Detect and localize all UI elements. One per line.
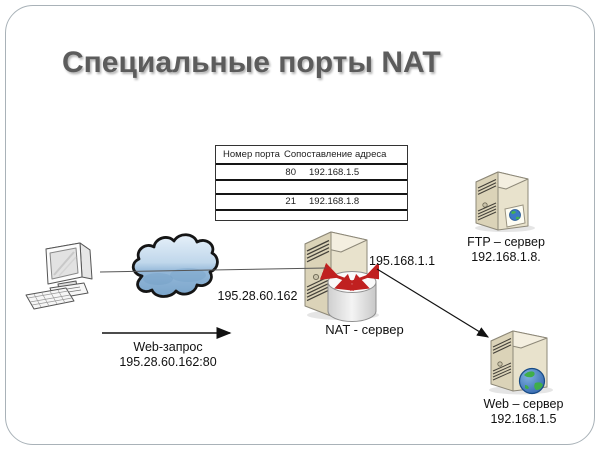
desktop-computer-icon [25, 242, 93, 310]
table-cell-port: 80 [285, 167, 296, 178]
table-cell-port: 21 [285, 196, 296, 207]
client-public-ip-label: 195.28.60.162 [217, 289, 298, 303]
table-rule [216, 179, 407, 181]
ftp-server-ip: 192.168.1.8. [471, 250, 541, 264]
table-rule [216, 193, 407, 195]
nat-external-ip-label: 195.168.1.1 [369, 254, 436, 268]
table-cell-address: 192.168.1.8 [309, 196, 360, 207]
nat-port-mapping-table: Номер порта Сопоставление адреса 80 192.… [215, 145, 408, 221]
web-server-icon [489, 330, 553, 395]
slide-border-frame [5, 5, 595, 445]
web-server-ip: 192.168.1.5 [490, 412, 557, 426]
ftp-server-icon [475, 171, 535, 232]
table-rule [216, 163, 407, 165]
web-request-label: Web-запрос 195.28.60.162:80 [92, 340, 244, 370]
nat-server-label: NAT - сервер [325, 322, 404, 337]
web-request-caption: Web-запрос [133, 340, 203, 354]
document-globe-icon [504, 204, 526, 228]
ftp-server-label: FTP – сервер 192.168.1.8. [450, 235, 562, 265]
web-server-name: Web – сервер [483, 397, 564, 411]
table-header-address: Сопоставление адреса [284, 149, 387, 160]
web-request-target: 195.28.60.162:80 [119, 355, 217, 369]
ftp-server-name: FTP – сервер [467, 235, 545, 249]
slide-title: Специальные порты NAT [62, 46, 441, 79]
table-header-port: Номер порта [223, 149, 280, 160]
table-cell-address: 192.168.1.5 [309, 167, 360, 178]
web-server-label: Web – сервер 192.168.1.5 [466, 397, 581, 427]
globe-icon [518, 367, 546, 395]
router-icon [319, 262, 379, 322]
nat-server-icon [304, 231, 379, 322]
power-button-icon [312, 273, 320, 281]
table-rule [216, 209, 407, 211]
